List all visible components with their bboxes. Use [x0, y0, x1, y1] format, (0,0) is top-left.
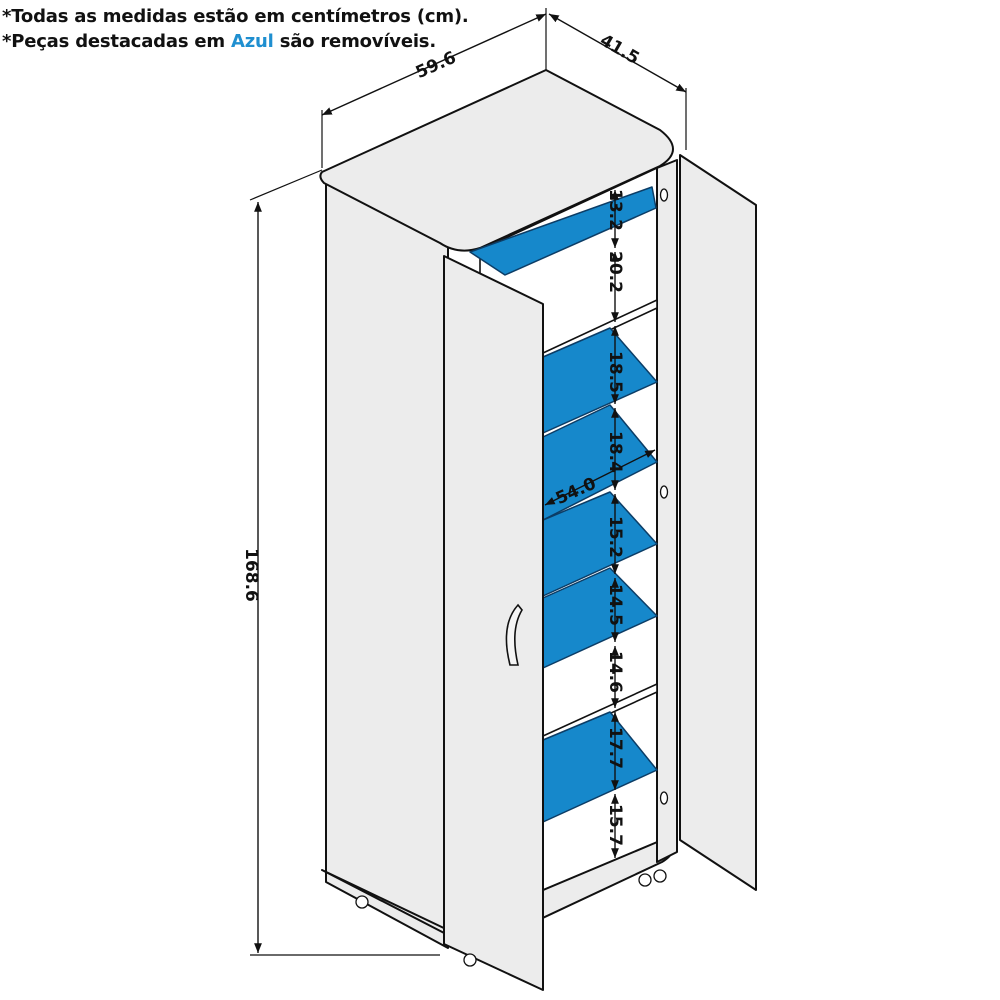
width-label: 59.6 [413, 48, 459, 83]
hinge-middle-icon [659, 485, 669, 499]
top-panel [319, 69, 674, 252]
gap-label-1: 13.2 [605, 189, 625, 231]
gap-label-8: 17.7 [605, 727, 625, 769]
right-door[interactable] [679, 154, 757, 891]
caster-1-icon [355, 895, 369, 909]
gap-label-9: 15.7 [605, 804, 625, 846]
gap-label-7: 14.6 [605, 651, 625, 693]
depth-label: 41.5 [596, 31, 642, 69]
door-handle[interactable] [505, 603, 523, 666]
caster-2-icon [463, 953, 477, 967]
caster-3-icon [638, 873, 652, 887]
right-side-panel [656, 159, 678, 863]
gap-label-5: 15.2 [605, 516, 625, 558]
removable-shelf-top [469, 186, 657, 276]
note-removable-prefix: *Peças destacadas em [2, 31, 232, 52]
left-side-panel [325, 182, 449, 949]
hinge-top-icon [659, 188, 669, 202]
left-door[interactable] [443, 255, 544, 991]
gap-dimensions: 13.2 20.2 18.5 18.4 15.2 14.5 14.6 17.7 … [605, 189, 625, 858]
gap-label-2: 20.2 [605, 251, 625, 293]
note-azul-highlight: Azul [231, 31, 274, 52]
gap-label-6: 14.5 [605, 584, 625, 626]
cabinet-body [319, 69, 757, 991]
caster-4-icon [653, 869, 667, 883]
gap-label-3: 18.5 [605, 351, 625, 393]
height-dimension: 168.6 [241, 169, 440, 956]
hinge-bottom-icon [659, 791, 669, 805]
height-label: 168.6 [241, 548, 261, 602]
